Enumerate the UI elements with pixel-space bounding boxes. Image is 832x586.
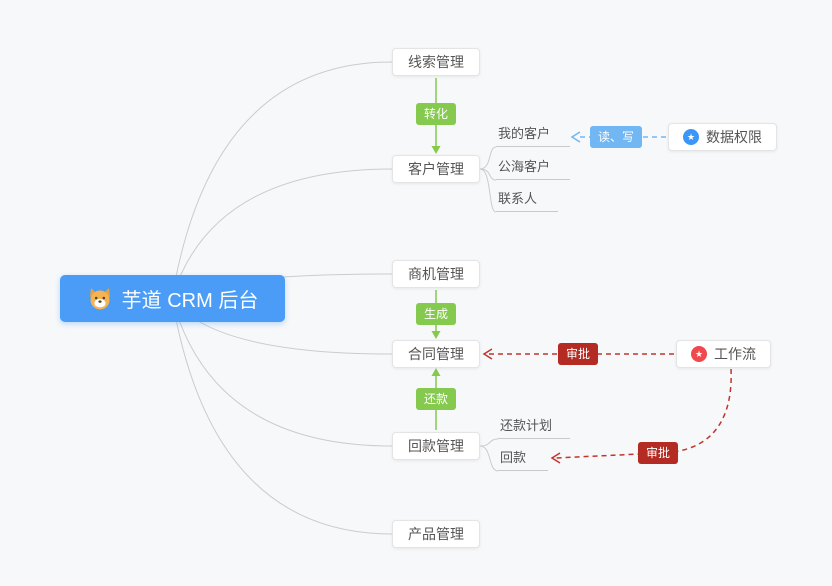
node-workflow: ★ 工作流 [676, 340, 771, 368]
root-node-crm-backend: 芋道 CRM 后台 [60, 275, 285, 322]
node-label: 数据权限 [706, 129, 762, 145]
star-circle-blue-icon: ★ [683, 129, 699, 145]
arrowhead-up-icon [431, 368, 441, 376]
node-lead-management: 线索管理 [392, 48, 480, 76]
node-label: 回款管理 [408, 438, 464, 454]
leaf-my-customer: 我的客户 [496, 126, 570, 147]
leaf-repayment-plan: 还款计划 [498, 418, 570, 439]
node-label: 产品管理 [408, 526, 464, 542]
node-data-permission: ★ 数据权限 [668, 123, 777, 151]
root-node-label: 芋道 CRM 后台 [121, 290, 259, 312]
arrowhead-left-icon [482, 348, 493, 360]
node-customer-management: 客户管理 [392, 155, 480, 183]
badge-read-write: 读、写 [589, 126, 643, 148]
leaf-label: 还款计划 [500, 418, 553, 433]
node-receivable-management: 回款管理 [392, 432, 480, 460]
edge-root-to-receivable [171, 297, 393, 447]
badge-repay: 还款 [415, 388, 457, 410]
shiba-dog-icon [87, 286, 113, 312]
node-label: 工作流 [714, 346, 756, 362]
node-opportunity-management: 商机管理 [392, 260, 480, 288]
node-label: 线索管理 [408, 54, 464, 70]
leaf-receipt: 回款 [498, 450, 548, 471]
leaf-label: 公海客户 [498, 159, 551, 174]
leaf-label: 我的客户 [498, 126, 551, 141]
badge-generate: 生成 [415, 303, 457, 325]
arrowhead-left-icon [570, 131, 581, 143]
arrowhead-down-icon [431, 146, 441, 154]
node-product-management: 产品管理 [392, 520, 480, 548]
edge-customer-to-public-customer [479, 168, 497, 181]
node-label: 合同管理 [408, 346, 464, 362]
leaf-public-customer: 公海客户 [496, 159, 570, 180]
node-label: 商机管理 [408, 266, 464, 282]
node-contract-management: 合同管理 [392, 340, 480, 368]
badge-approve-receipt: 审批 [637, 442, 679, 464]
edge-root-to-customer [171, 168, 393, 299]
red-arrowheads [482, 348, 561, 464]
star-circle-red-icon: ★ [691, 346, 707, 362]
leaf-contact: 联系人 [496, 191, 558, 212]
arrowhead-down-icon [431, 331, 441, 339]
leaf-label: 回款 [500, 450, 527, 465]
badge-convert: 转化 [415, 103, 457, 125]
edge-root-to-product [171, 297, 393, 535]
green-arrowheads [431, 146, 441, 376]
node-label: 客户管理 [408, 161, 464, 177]
arrowhead-left-icon [550, 452, 561, 464]
edge-root-to-lead [171, 61, 393, 299]
leaf-label: 联系人 [498, 191, 538, 206]
edge-customer-to-my-customer [479, 146, 497, 170]
edge-receivable-to-repayment-plan [479, 438, 499, 447]
edge-customer-to-contact [479, 168, 497, 213]
red-dashed-lines [488, 353, 732, 459]
badge-approve-contract: 审批 [557, 343, 599, 365]
edge-receivable-to-receipt [479, 445, 499, 472]
